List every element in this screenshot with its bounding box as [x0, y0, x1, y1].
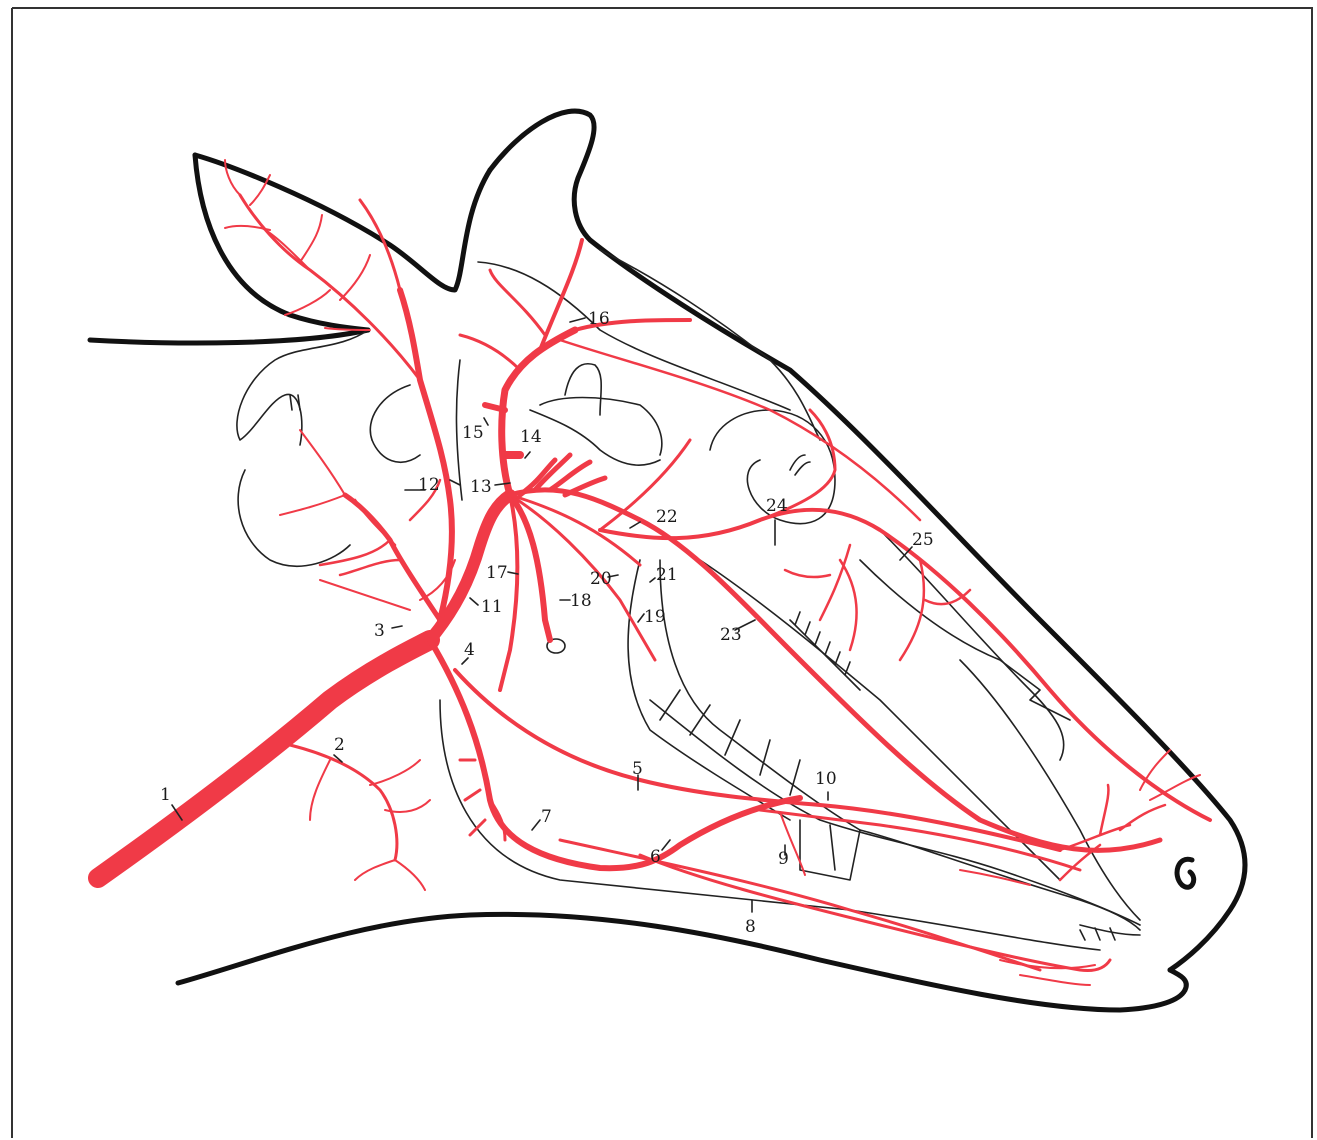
label-4: 4	[464, 640, 475, 660]
label-24: 24	[766, 496, 788, 516]
label-15: 15	[462, 423, 484, 443]
label-3: 3	[374, 621, 385, 641]
label-5: 5	[632, 759, 643, 779]
bone-outlines	[237, 250, 1140, 950]
artery-common-carotid	[98, 640, 430, 878]
label-18: 18	[570, 591, 592, 611]
label-7: 7	[541, 807, 552, 827]
label-16: 16	[588, 309, 610, 329]
label-6: 6	[650, 847, 661, 867]
label-17: 17	[486, 563, 508, 583]
label-14: 14	[520, 427, 542, 447]
label-2: 2	[334, 735, 345, 755]
label-10: 10	[815, 769, 837, 789]
label-19: 19	[644, 607, 666, 627]
label-20: 20	[590, 569, 612, 589]
label-13: 13	[470, 477, 492, 497]
label-25: 25	[912, 530, 934, 550]
label-23: 23	[720, 625, 742, 645]
label-8: 8	[745, 917, 756, 937]
label-11: 11	[481, 597, 503, 617]
label-21: 21	[656, 565, 678, 585]
label-22: 22	[656, 507, 678, 527]
head-outline	[90, 111, 1245, 1010]
label-9: 9	[778, 849, 789, 869]
label-1: 1	[160, 785, 171, 805]
label-12: 12	[418, 475, 440, 495]
